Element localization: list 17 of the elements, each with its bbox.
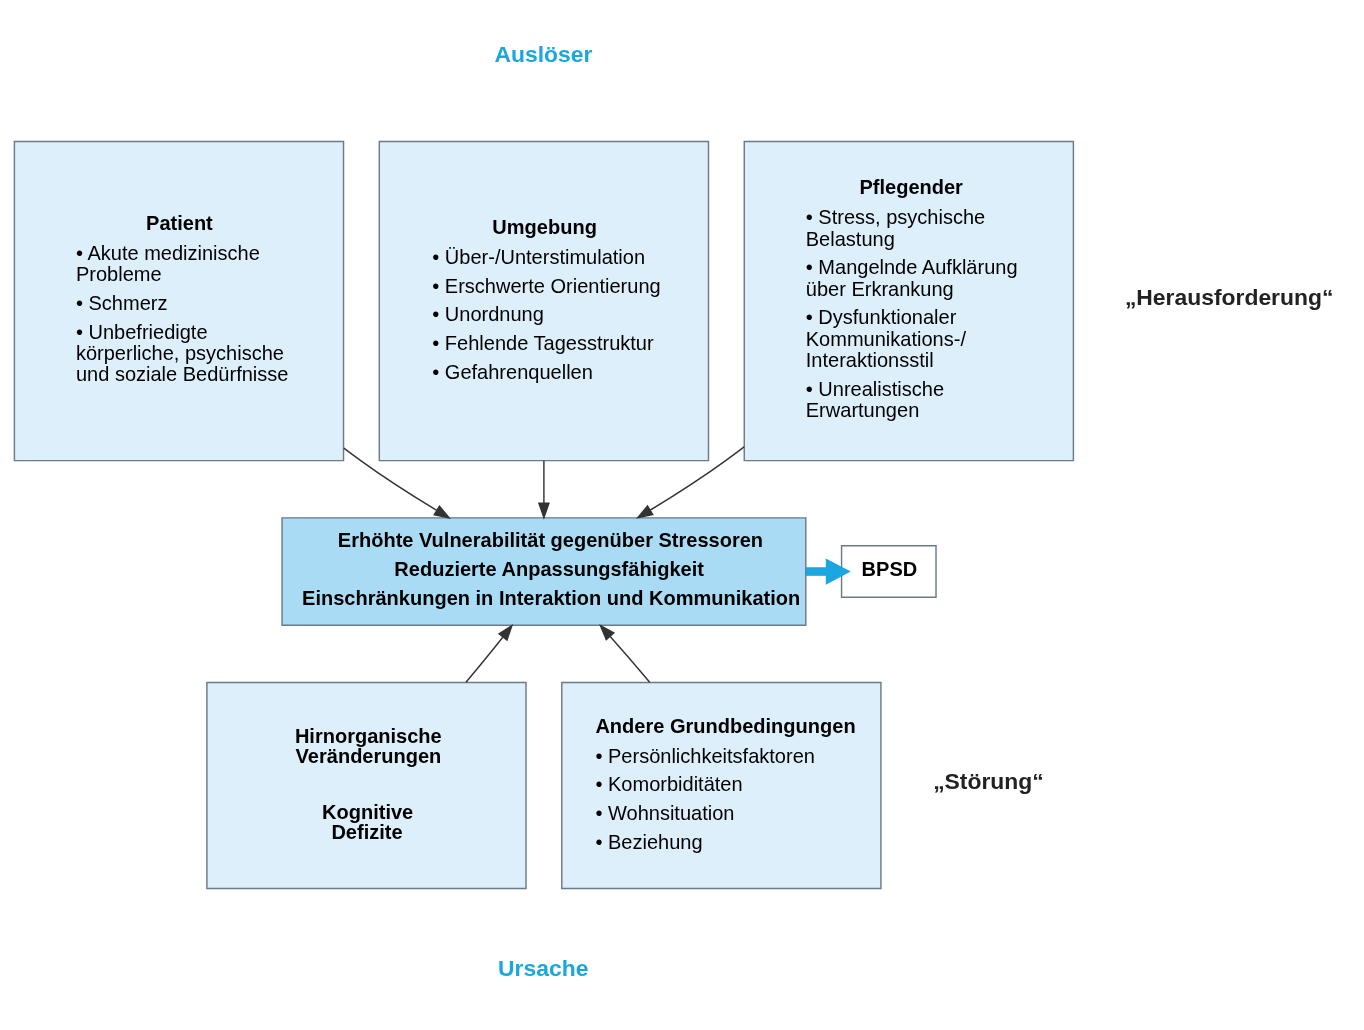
node-box: Patient • Akute medizinische Probleme • Schmerz • Unbefriedigte körperliche, psychische und soziale Bedürfnisse: [13, 140, 345, 462]
node-box: Pflegender • Stress, psychische Belastung • Mangelnde Aufklärung über Erkrankung • Dysfunktionaler Kommunikations-/ Interaktionsstil • Unrealistische Erwartungen: [743, 140, 1075, 462]
node-box: BPSD: [840, 545, 937, 598]
node-box: Umgebung • Über-/Unterstimulation • Erschwerte Orientierung • Unordnung • Fehlende Tagesstruktur • Gefahrenquellen: [378, 140, 710, 462]
arrow: [343, 447, 451, 519]
arrow: [599, 624, 651, 683]
label: „Störung“: [933, 768, 1044, 795]
node-box: Erhöhte Vulnerabilität gegenüber Stressoren Reduzierte Anpassungsfähigkeit Einschränkungen in Interaktion und Kommunikation: [281, 517, 807, 626]
node-box: Hirnorganische Veränderungen Kognitive Defizite: [206, 681, 527, 890]
label: „Herausforderung“: [1124, 284, 1334, 311]
node-box: Andere Grundbedingungen • Persönlichkeitsfaktoren • Komorbiditäten • Wohnsituation • Beziehung: [561, 681, 882, 890]
label: Ursache: [498, 954, 589, 981]
arrow: [805, 558, 851, 585]
label: Auslöser: [494, 41, 593, 68]
arrow: [636, 446, 745, 519]
arrow: [465, 623, 514, 683]
arrow: [537, 460, 550, 520]
